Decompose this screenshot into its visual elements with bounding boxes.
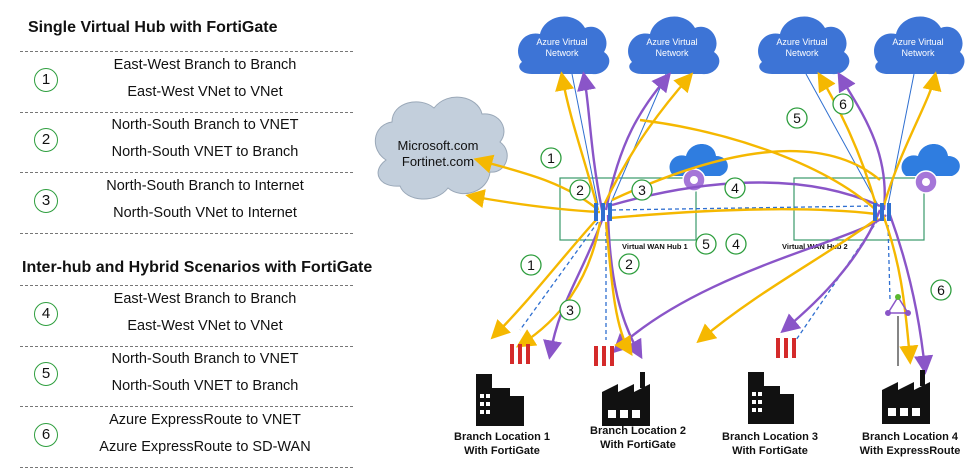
internet-label: Microsoft.com: [398, 138, 479, 153]
vnet-label: Network: [655, 48, 689, 58]
expressroute-icon: [885, 294, 911, 366]
flow-marker: 4: [724, 177, 746, 199]
legend-line: North-South VNet to Internet: [113, 205, 297, 221]
svg-text:1: 1: [527, 257, 535, 273]
branch-label: With FortiGate: [732, 445, 808, 457]
svg-text:6: 6: [839, 96, 847, 112]
svg-text:1: 1: [547, 150, 555, 166]
purple-flows: [543, 71, 934, 375]
section2-title: Inter-hub and Hybrid Scenarios with Fort…: [22, 259, 373, 276]
vnet-label: Azure Virtual: [776, 37, 827, 47]
vnet-cloud: Azure Virtual Network: [518, 16, 610, 75]
legend-number: 3: [34, 189, 58, 213]
internet-label: Fortinet.com: [402, 154, 474, 169]
svg-text:6: 6: [937, 282, 945, 298]
hub-fortigate: [594, 203, 891, 221]
branch-label: With FortiGate: [464, 445, 540, 457]
legend-number: 6: [34, 423, 58, 447]
svg-text:4: 4: [732, 236, 740, 252]
virtual-wan-icon: [901, 144, 960, 194]
flow-marker: 1: [520, 254, 542, 276]
dashed-links: [519, 205, 891, 341]
branch-building-factory: [882, 370, 930, 424]
flow-marker: 3: [631, 179, 653, 201]
legend-line: East-West Branch to Branch: [113, 57, 297, 73]
legend-line: East-West VNet to VNet: [127, 84, 283, 100]
legend-row: 5 North-South Branch to VNET North-South…: [20, 346, 353, 407]
svg-text:4: 4: [731, 180, 739, 196]
svg-text:5: 5: [702, 236, 710, 252]
vnet-label: Azure Virtual: [892, 37, 943, 47]
legend-line: North-South VNET to Branch: [111, 144, 299, 160]
branch-building-factory: [602, 372, 650, 426]
flow-marker: 3: [559, 299, 581, 321]
legend-line: East-West VNet to VNet: [127, 318, 283, 334]
flow-marker: 4: [725, 233, 747, 255]
branch-label: With FortiGate: [600, 439, 676, 451]
svg-text:2: 2: [625, 256, 633, 272]
hub-1-label: Virtual WAN Hub 1: [622, 242, 688, 251]
branch-label: With ExpressRoute: [860, 445, 961, 457]
legend-row: 6 Azure ExpressRoute to VNET Azure Expre…: [20, 407, 353, 468]
legend-line: East-West Branch to Branch: [113, 291, 297, 307]
legend-line: North-South Branch to Internet: [106, 178, 304, 194]
flow-marker: 2: [569, 179, 591, 201]
flow-marker: 1: [540, 147, 562, 169]
vnet-label: Azure Virtual: [536, 37, 587, 47]
branch-building-office: [748, 372, 794, 424]
vnet-cloud: Azure Virtual Network: [628, 16, 720, 75]
legend-row: 4 East-West Branch to Branch East-West V…: [20, 285, 353, 347]
flow-marker: 2: [618, 253, 640, 275]
vnet-label: Azure Virtual: [646, 37, 697, 47]
legend-number: 4: [34, 302, 58, 326]
branch-label: Branch Location 1: [454, 431, 550, 443]
legend-number: 5: [34, 362, 58, 386]
branch-label: Branch Location 4: [862, 431, 959, 443]
branch-label: Branch Location 3: [722, 431, 818, 443]
branch-building-office: [476, 374, 524, 426]
internet-cloud: Microsoft.com Fortinet.com: [374, 96, 508, 200]
legend-row: 2 North-South Branch to VNET North-South…: [20, 112, 353, 173]
flow-marker: 5: [786, 107, 808, 129]
svg-text:3: 3: [566, 302, 574, 318]
vnet-cloud: Azure Virtual Network: [874, 16, 965, 75]
flow-marker: 6: [930, 279, 952, 301]
legend-line: Azure ExpressRoute to VNET: [109, 412, 301, 428]
vnet-label: Network: [901, 48, 935, 58]
vnet-label: Network: [785, 48, 819, 58]
legend-number: 1: [34, 68, 58, 92]
legend-line: North-South Branch to VNET: [111, 117, 299, 133]
flow-marker: 6: [832, 93, 854, 115]
legend-line: North-South VNET to Branch: [111, 378, 299, 394]
yellow-flows: [465, 71, 942, 365]
branch-label: Branch Location 2: [590, 425, 686, 437]
section1-title: Single Virtual Hub with FortiGate: [28, 19, 278, 36]
legend-line: Azure ExpressRoute to SD-WAN: [99, 439, 311, 455]
svg-text:5: 5: [793, 110, 801, 126]
legend-line: North-South Branch to VNET: [111, 351, 299, 367]
legend-number: 2: [34, 128, 58, 152]
svg-text:2: 2: [576, 182, 584, 198]
flow-marker: 5: [695, 233, 717, 255]
vnet-cloud: Azure Virtual Network: [758, 16, 850, 75]
vnet-label: Network: [545, 48, 579, 58]
legend-row: 1 East-West Branch to Branch East-West V…: [20, 51, 353, 113]
svg-text:3: 3: [638, 182, 646, 198]
branch-fortigate: [510, 338, 796, 366]
legend-row: 3 North-South Branch to Internet North-S…: [20, 173, 353, 234]
